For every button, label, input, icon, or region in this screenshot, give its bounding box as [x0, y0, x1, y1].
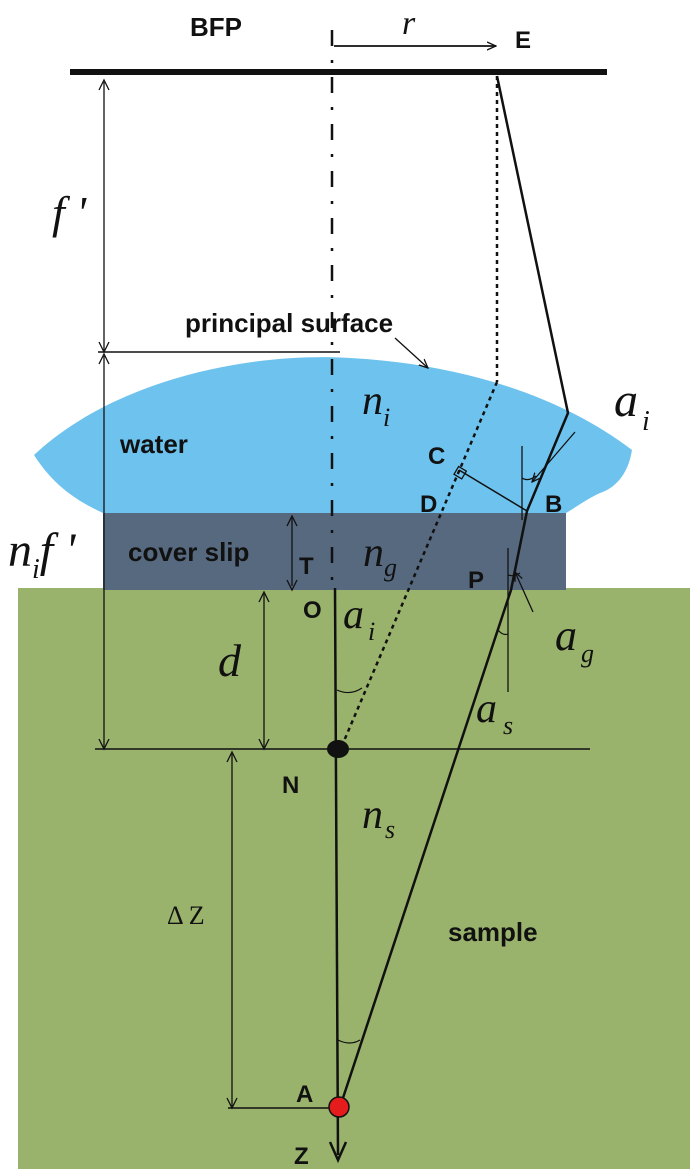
- a-point-label: A: [296, 1081, 313, 1108]
- cover-slip-label: cover slip: [128, 537, 249, 567]
- cover-slip-region: [103, 513, 566, 590]
- water-region: [34, 357, 632, 513]
- virtual-ray-diagonal: [339, 381, 499, 749]
- a-g-pointer: [515, 572, 534, 613]
- d-dim-label: d: [218, 635, 242, 686]
- c-label: C: [428, 443, 445, 470]
- point-a: [328, 1096, 350, 1118]
- d-point-label: D: [420, 491, 437, 518]
- angle-arc-a: [337, 1039, 361, 1044]
- z-arrow-head: [328, 1141, 348, 1164]
- p-label: P: [468, 567, 484, 594]
- b-label: B: [545, 491, 562, 518]
- optical-axis-lower: [333, 587, 340, 1156]
- n-i-label: ni: [362, 378, 390, 432]
- principal-surface-label: principal surface: [185, 308, 393, 338]
- o-label: O: [303, 597, 322, 624]
- f-prime-label: f ': [52, 187, 87, 238]
- n-s-label: ns: [362, 792, 395, 844]
- sample-label: sample: [448, 917, 538, 947]
- z-label: Z: [294, 1143, 309, 1169]
- t-label: T: [299, 553, 314, 580]
- cd-line: [458, 469, 528, 512]
- angle-arc-p2: [497, 629, 509, 636]
- sample-region: [18, 588, 690, 1169]
- point-n: [327, 740, 349, 758]
- a-i-pointer: [532, 431, 576, 482]
- e-label: E: [515, 27, 531, 54]
- right-angle-marker: [453, 465, 468, 480]
- water-label: water: [119, 429, 188, 459]
- delta-z-label: Δ Z: [167, 901, 205, 930]
- n-g-label: ng: [363, 530, 397, 582]
- n-point-label: N: [282, 772, 299, 799]
- principal-surface-pointer: [394, 337, 428, 368]
- angle-arc-n: [336, 687, 363, 694]
- bfp-label: BFP: [190, 12, 242, 42]
- r-label: r: [402, 5, 416, 42]
- ni-f-label: nif ': [8, 524, 76, 585]
